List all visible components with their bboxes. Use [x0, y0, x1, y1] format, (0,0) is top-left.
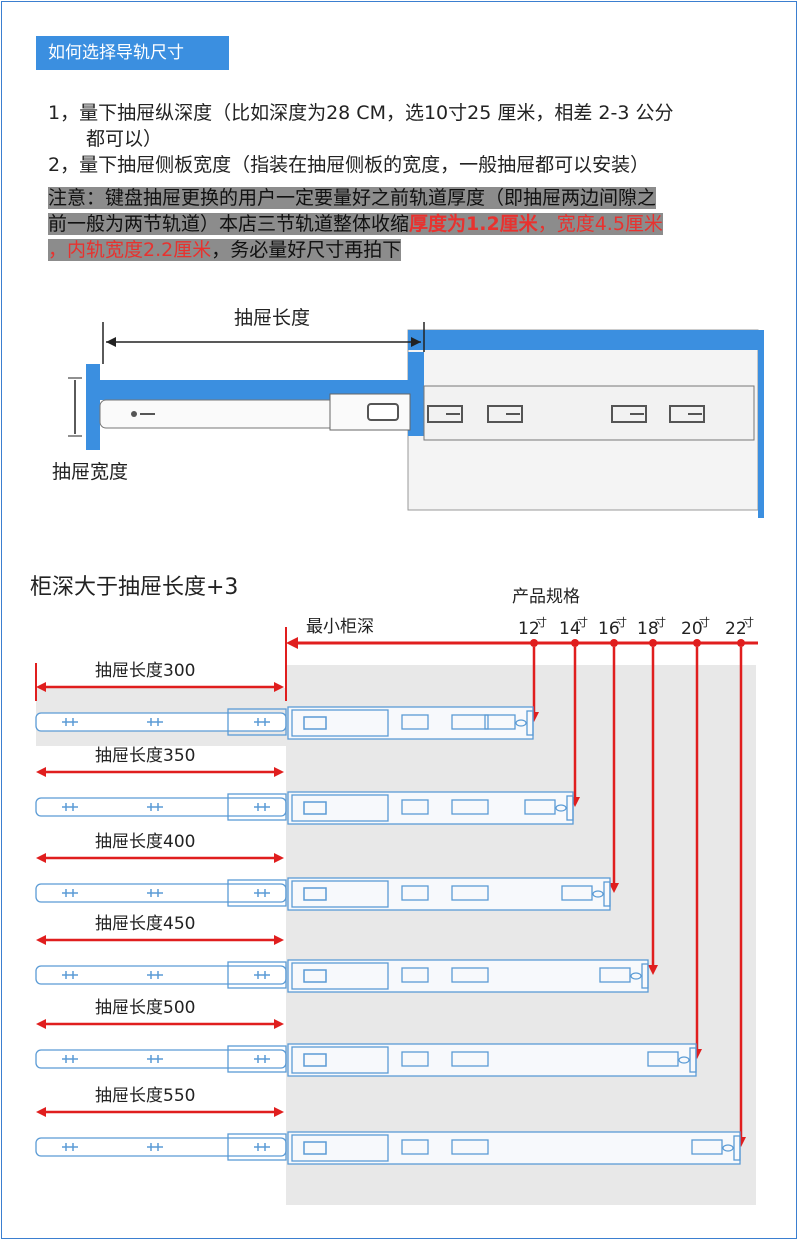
instruction-2: 2，量下抽屉侧板宽度（指装在抽屉侧板的宽度，一般抽屉都可以安装） [48, 154, 650, 176]
cabinet-side-bar [758, 350, 764, 518]
size-marker [610, 639, 618, 647]
size-unit: 寸 [536, 615, 547, 629]
size-marker [693, 639, 701, 647]
outer-rail [287, 959, 649, 993]
min-depth-label: 最小柜深 [306, 617, 374, 637]
size-unit: 寸 [577, 615, 588, 629]
note-text: ，务必量好尺寸再拍下 [211, 239, 402, 261]
note-highlight: ，宽度4.5厘米 [537, 213, 663, 235]
note-text: 前一般为两节轨道）本店三节轨道整体收缩 [48, 213, 410, 235]
size-unit: 寸 [655, 615, 666, 629]
row-label: 抽屉长度350 [95, 746, 195, 766]
chart-heading: 柜深大于抽屉长度+3 [30, 575, 238, 600]
section-title: 如何选择导轨尺寸 [36, 36, 229, 70]
row-label: 抽屉长度500 [95, 998, 195, 1018]
note-line-1: 注意：键盘抽屉更换的用户一定要量好之前轨道厚度（即抽屉两边间隙之 [48, 186, 657, 211]
note-highlight: 厚度为1.2厘米 [409, 213, 538, 235]
outer-rail [287, 791, 574, 825]
note-highlight: ，内轨宽度2.2厘米 [48, 239, 212, 261]
size-label: 14 [559, 619, 581, 639]
size-marker [530, 639, 538, 647]
drawer-length-label: 抽屉长度 [234, 307, 310, 329]
instruction-1-cont: 都可以） [86, 128, 163, 150]
size-unit: 寸 [743, 615, 754, 629]
note-text: 注意：键盘抽屉更换的用户一定要量好之前轨道厚度（即抽屉两边间隙之 [48, 187, 657, 209]
drawer-row: 抽屉长度550 [35, 1086, 741, 1165]
outer-rail [287, 877, 611, 911]
row-label: 抽屉长度450 [95, 914, 195, 934]
size-unit: 寸 [616, 615, 627, 629]
drawer-rail-diagram: 抽屉长度 抽屉宽度 [52, 307, 764, 518]
drawer-row: 抽屉长度450 [35, 914, 649, 993]
drawer-width-label: 抽屉宽度 [52, 461, 128, 483]
size-label: 22 [725, 619, 747, 639]
cabinet-depth-area [286, 665, 756, 1205]
row-label: 抽屉长度300 [95, 661, 195, 681]
outer-rail [287, 706, 534, 740]
note-line-2: 前一般为两节轨道）本店三节轨道整体收缩厚度为1.2厘米，宽度4.5厘米 [48, 212, 663, 237]
size-marker [737, 639, 745, 647]
drawer-row: 抽屉长度300 [35, 627, 534, 740]
size-unit: 寸 [699, 615, 710, 629]
drawer-front-plate [86, 364, 100, 450]
instruction-1: 1，量下抽屉纵深度（比如深度为28 CM，选10寸25 厘米，相差 2-3 公分 [48, 102, 674, 124]
size-marker [571, 639, 579, 647]
size-marker [649, 639, 657, 647]
size-label: 12 [518, 619, 540, 639]
cabinet-top-bar [408, 330, 764, 350]
drawer-row: 抽屉长度350 [35, 746, 574, 825]
row-label: 抽屉长度550 [95, 1086, 195, 1106]
drawer-row: 抽屉长度400 [35, 832, 611, 911]
size-label: 20 [681, 619, 703, 639]
outer-rail [287, 1131, 741, 1165]
spec-label: 产品规格 [512, 587, 580, 607]
drawer-row: 抽屉长度500 [35, 998, 697, 1077]
size-label: 18 [637, 619, 659, 639]
row-label: 抽屉长度400 [95, 832, 195, 852]
outer-rail [287, 1043, 697, 1077]
size-label: 16 [598, 619, 620, 639]
size-arrowhead [648, 965, 658, 975]
size-arrowhead [609, 883, 619, 893]
note-line-3: ，内轨宽度2.2厘米，务必量好尺寸再拍下 [48, 238, 402, 263]
drawer-back-plate [408, 352, 424, 436]
